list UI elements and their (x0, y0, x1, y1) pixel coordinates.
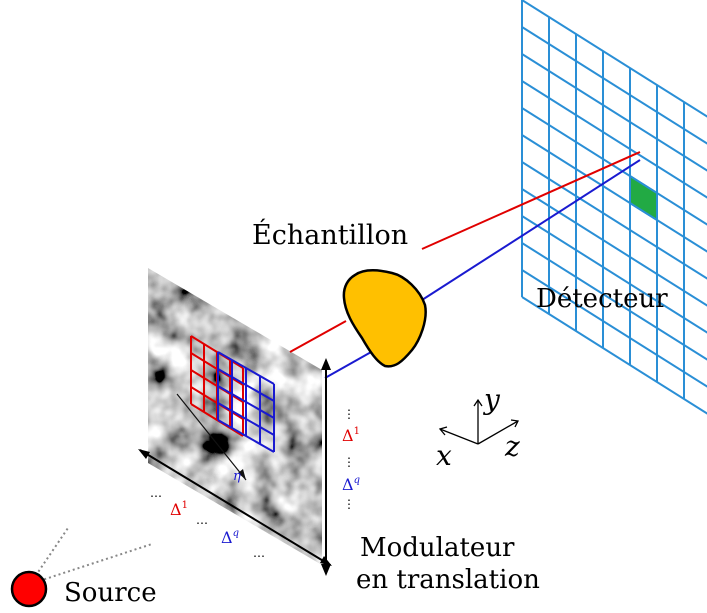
detector-grid-line (521, 161, 707, 280)
vertical-ellipsis-3: ⋮ (343, 497, 355, 511)
detector-grid-line (521, 296, 707, 415)
horizontal-ellipsis-3: ⋯ (253, 549, 265, 563)
detector-grid-line (521, 53, 707, 172)
sample-blob (342, 269, 427, 368)
vertical-ellipsis-1: ⋮ (343, 407, 355, 421)
source-rays (29, 527, 153, 585)
detector-label: Détecteur (536, 284, 668, 314)
detector-grid (521, 0, 707, 415)
blue-subgrid-line (217, 385, 275, 419)
axes-triad-icon (438, 398, 519, 445)
source-icon (10, 570, 48, 608)
horizontal-ellipsis-1: ⋯ (150, 489, 162, 503)
red-ray-1 (289, 320, 347, 353)
red-ray-2 (421, 151, 641, 250)
source-label: Source (64, 578, 157, 608)
modulator-label-line1: Modulateur (360, 533, 515, 563)
delta-horizontal-q: Δq (221, 528, 239, 547)
vertical-ellipsis-2: ⋮ (343, 455, 355, 469)
modulator-label-line2: en translation (356, 565, 540, 595)
delta-vertical-1: Δ1 (342, 426, 360, 445)
delta-vertical-q: Δq (342, 475, 360, 494)
axis-x-label: x (436, 439, 452, 472)
eta-arrow (176, 393, 247, 481)
blue-subgrid-line (217, 351, 275, 385)
horizontal-ellipsis-2: ⋯ (196, 516, 208, 530)
detector-grid-line (521, 242, 707, 361)
detector-grid-line (521, 26, 707, 145)
detector-grid-line (521, 134, 707, 253)
axis-y-label: y (482, 383, 501, 416)
modulator-subgrids (190, 335, 275, 453)
detector-grid-line (521, 107, 707, 226)
delta-horizontal-1: Δ1 (170, 500, 188, 519)
detector-grid-line (521, 188, 707, 307)
blue-subgrid-line (217, 368, 275, 402)
detector-pixel-highlight (629, 174, 658, 222)
sample-label: Échantillon (252, 218, 408, 251)
translation-arrow-right (321, 358, 331, 576)
translation-arrow-bottom (138, 449, 332, 566)
blue-ray-2 (421, 159, 641, 301)
blue-subgrid-line (217, 419, 275, 453)
eta-label: η (233, 469, 241, 484)
detector-grid-line (521, 0, 707, 118)
rays (289, 151, 641, 379)
axis-z-label: z (504, 430, 520, 463)
detector-grid-line (521, 80, 707, 199)
blue-subgrid-line (217, 402, 275, 436)
detector-grid-line (521, 215, 707, 334)
detector-grid-line (521, 269, 707, 388)
